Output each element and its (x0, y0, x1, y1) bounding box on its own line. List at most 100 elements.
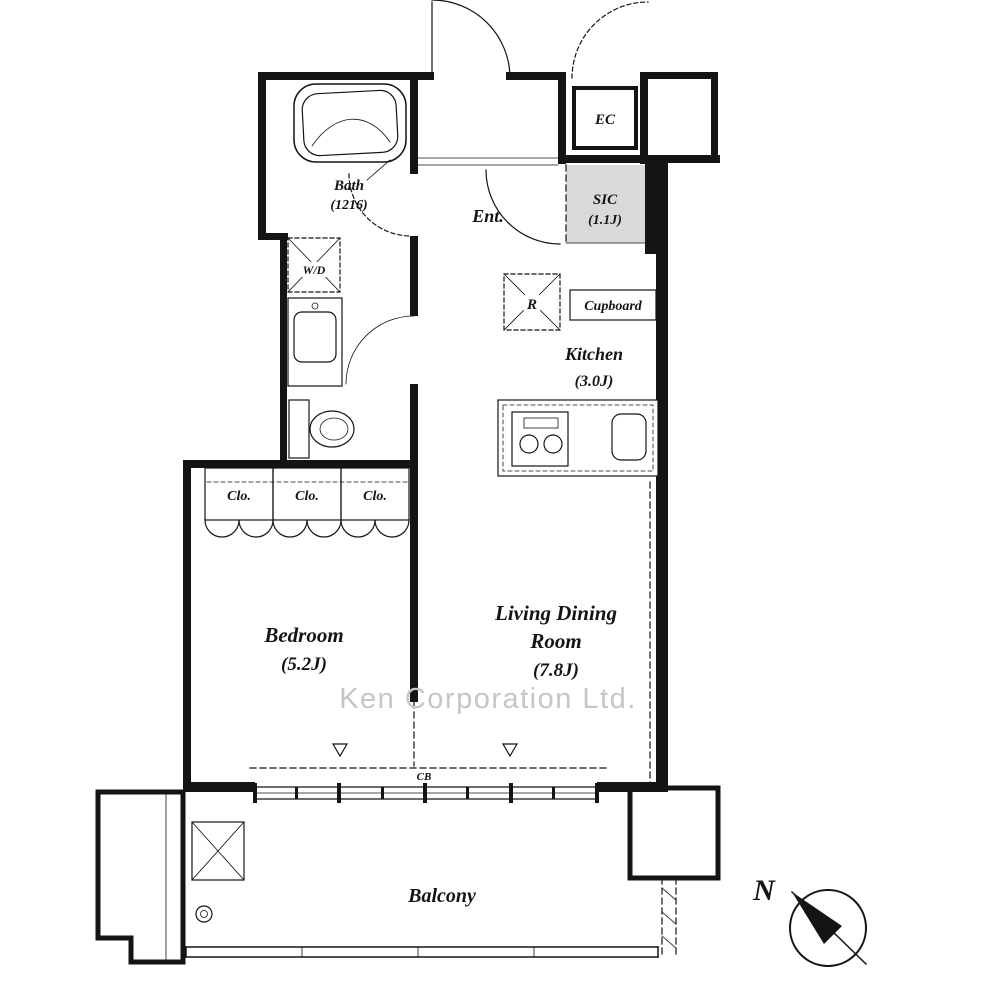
wall-segment (656, 162, 668, 790)
wall-segment (280, 233, 287, 468)
counter-outline (497, 399, 659, 477)
washbasin-counter (287, 297, 343, 387)
washbasin-bowl (293, 311, 337, 363)
hall-door-swing-arc (485, 169, 561, 245)
wall-segment (640, 72, 648, 164)
living-dining-label-line2: Room (529, 629, 581, 653)
kitchen-counter (497, 399, 659, 477)
balcony-label: Balcony (407, 885, 476, 907)
toilet-tank (288, 399, 310, 459)
bath-label-leader (366, 159, 391, 181)
stove-grill (523, 417, 559, 429)
bath-label: Bath (333, 178, 364, 194)
watermark: Ken Corporation Ltd. (339, 683, 637, 715)
wall-segment (258, 72, 434, 80)
walls (183, 72, 720, 792)
window-markers (331, 743, 519, 758)
wall-segment (258, 233, 288, 240)
bathtub-inner (301, 89, 399, 157)
closets: Clo. Clo. Clo. (204, 467, 410, 538)
cupboard-label: Cupboard (584, 299, 643, 314)
bath-door-swing-arc (348, 173, 412, 237)
toilet-seat (319, 417, 349, 441)
closet-label: Clo. (295, 489, 319, 504)
living-dining-label: Living Dining (494, 601, 617, 625)
window-tick (381, 787, 384, 799)
wall-segment (558, 72, 566, 164)
wall-segment (410, 236, 418, 316)
sic-size-label: (1.1J) (588, 213, 622, 228)
ec-label: EC (594, 112, 616, 128)
north-label: N (752, 874, 776, 907)
kitchen-sink (611, 413, 647, 461)
refrigerator-space: R (503, 273, 561, 331)
neighbor-structure-left (95, 789, 186, 965)
wall-segment (506, 72, 566, 80)
washer-dryer-space: W/D (287, 237, 341, 293)
window-mullion (509, 783, 513, 803)
wall-segment (410, 384, 418, 702)
balcony-drain (195, 905, 213, 923)
divider-hatch (661, 911, 677, 925)
sic-label: SIC (593, 192, 618, 208)
shoe-in-closet: SIC (1.1J) (565, 164, 646, 244)
window-tick (295, 787, 298, 799)
closet-door-scallops (204, 519, 410, 538)
counter-edge-dashed (502, 404, 654, 472)
toilet-bowl (309, 410, 355, 448)
living-dining-size-label: (7.8J) (533, 660, 579, 681)
kitchen-label: Kitchen (564, 344, 623, 364)
closet-label: Clo. (363, 489, 387, 504)
window-mullion (253, 783, 257, 803)
divider-hatch (661, 935, 677, 949)
dashed-guides (249, 481, 651, 785)
refrigerator-box (503, 273, 561, 331)
window-tick (552, 787, 555, 799)
cupboard: Cupboard (569, 289, 657, 321)
refrigerator-label: R (526, 297, 537, 313)
window-mullion (423, 783, 427, 803)
ec-door-swing-arc (571, 1, 649, 79)
washer-box (287, 237, 341, 293)
cupboard-box (569, 289, 657, 321)
entrance-label: Ent. (471, 206, 504, 226)
washbasin (287, 297, 343, 387)
window-tick (466, 787, 469, 799)
bedroom-label: Bedroom (263, 623, 343, 647)
wall-segment (258, 72, 266, 240)
wall-segment (711, 72, 718, 163)
balcony-drain-inner (200, 910, 208, 918)
wall-segment (645, 162, 658, 254)
window-mullion (337, 783, 341, 803)
closet-label: Clo. (227, 489, 251, 504)
kitchen-size-label: (3.0J) (575, 373, 614, 390)
compass-circle (789, 889, 867, 967)
stove (511, 411, 569, 467)
washbasin-faucet (311, 302, 319, 310)
bathtub-outer (293, 83, 407, 163)
wall-segment (183, 782, 255, 792)
neighbor-structure-right (627, 785, 721, 881)
wall-segment (410, 72, 418, 174)
compass-needle (792, 892, 842, 944)
bedroom-size-label: (5.2J) (281, 654, 327, 675)
ceiling-beam-label: CB (417, 771, 432, 783)
window-mullion (595, 783, 599, 803)
sic-area (566, 165, 645, 243)
ac-unit (191, 821, 245, 881)
stove-burner (519, 434, 539, 454)
ac-unit-cross (191, 821, 245, 881)
compass: N (752, 874, 868, 967)
wall-segment (183, 460, 418, 468)
stove-burner (543, 434, 563, 454)
doors (345, 0, 649, 385)
bath-room: Bath (1216) (293, 83, 407, 213)
bath-size-label: (1216) (330, 198, 367, 213)
label-halo (521, 292, 543, 314)
window-triangle-marker (501, 743, 519, 758)
toilet (288, 399, 355, 459)
ec-box (572, 86, 638, 150)
wall-segment (558, 155, 720, 163)
